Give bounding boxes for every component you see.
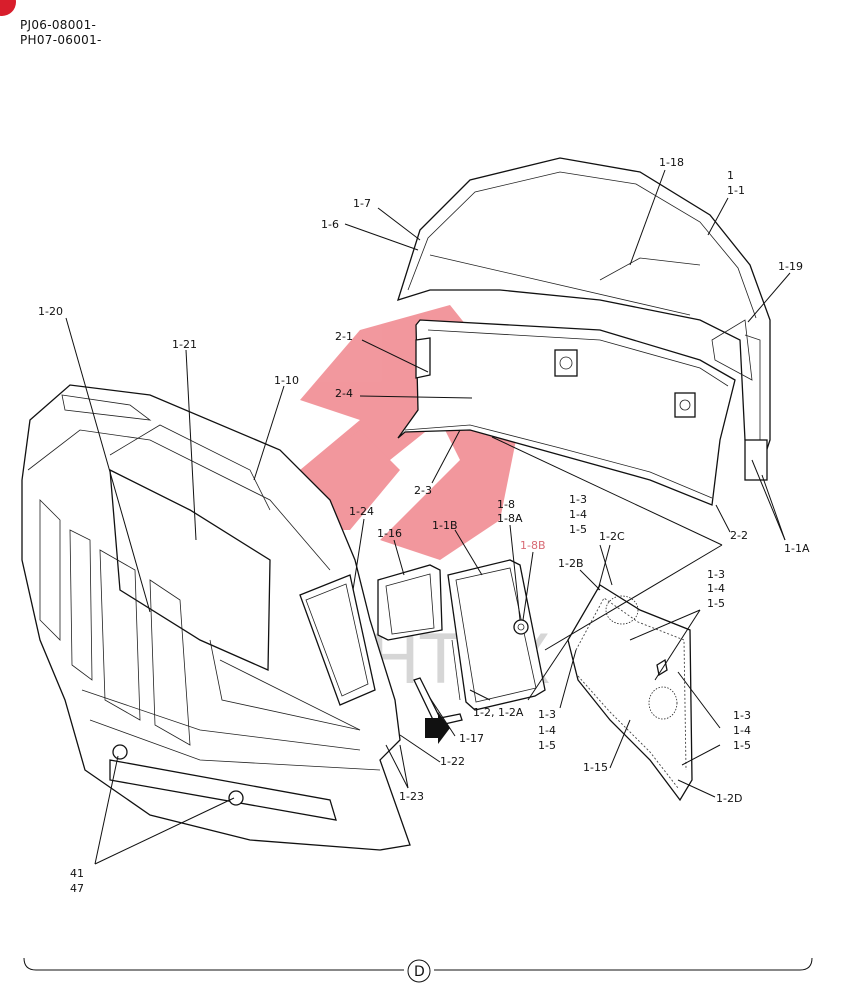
direction-arrow-icon [425, 712, 450, 744]
label-1-18: 1-18 [659, 156, 684, 169]
part-1-15-side-panel [567, 584, 693, 802]
label-1-1A: 1-1A [784, 542, 810, 555]
label-1-15: 1-15 [583, 761, 608, 774]
part-1-10-front-shell [21, 384, 411, 851]
serial-range-2: PH07-06001- [20, 33, 102, 47]
label-1-4-d: 1-4 [733, 724, 751, 737]
part-labels: 1-18 1 1-1 1-7 1-6 1-19 1-20 2-1 1-21 1-… [38, 156, 810, 895]
label-1-10: 1-10 [274, 374, 299, 387]
part-2-4-curved-panel [397, 319, 736, 506]
label-1: 1 [727, 169, 734, 182]
label-1-2B: 1-2B [558, 557, 584, 570]
label-1-1B: 1-1B [432, 519, 458, 532]
label-1-23: 1-23 [399, 790, 424, 803]
part-1-1-roof-panel [397, 157, 771, 481]
label-2-1: 2-1 [335, 330, 353, 343]
label-1-3-d: 1-3 [733, 709, 751, 722]
label-1-8B: 1-8B [520, 539, 546, 552]
label-1-5-c: 1-5 [538, 739, 556, 752]
label-1-5-a: 1-5 [569, 523, 587, 536]
label-1-3-a: 1-3 [569, 493, 587, 506]
label-1-4-b: 1-4 [707, 582, 725, 595]
label-1-5-d: 1-5 [733, 739, 751, 752]
label-1-3-c: 1-3 [538, 708, 556, 721]
label-1-1: 1-1 [727, 184, 745, 197]
label-1-17: 1-17 [459, 732, 484, 745]
label-1-2-1-2A: 1-2, 1-2A [473, 706, 524, 719]
label-1-16: 1-16 [377, 527, 402, 540]
part-1-1B-glass-panel [447, 559, 546, 711]
label-1-4-a: 1-4 [569, 508, 587, 521]
label-1-7: 1-7 [353, 197, 371, 210]
label-1-2D: 1-2D [716, 792, 742, 805]
label-1-21: 1-21 [172, 338, 197, 351]
label-1-6: 1-6 [321, 218, 339, 231]
label-1-8A: 1-8A [497, 512, 523, 525]
serial-range-1: PJ06-08001- [20, 18, 97, 32]
label-1-19: 1-19 [778, 260, 803, 273]
part-1-8B-knob [513, 619, 529, 635]
label-47: 47 [70, 882, 84, 895]
label-1-4-c: 1-4 [538, 724, 556, 737]
label-2-4: 2-4 [335, 387, 353, 400]
page-bracket [23, 957, 813, 983]
label-2-2: 2-2 [730, 529, 748, 542]
label-1-3-b: 1-3 [707, 568, 725, 581]
label-1-5-b: 1-5 [707, 597, 725, 610]
label-1-22: 1-22 [440, 755, 465, 768]
part-1-16-glass-seal [377, 564, 443, 641]
label-2-3: 2-3 [414, 484, 432, 497]
leader-lines [65, 169, 791, 865]
label-1-20: 1-20 [38, 305, 63, 318]
label-1-24: 1-24 [349, 505, 374, 518]
label-1-2C: 1-2C [599, 530, 625, 543]
label-41: 41 [70, 867, 84, 880]
label-1-8: 1-8 [497, 498, 515, 511]
page-marker-label: D [414, 964, 425, 980]
